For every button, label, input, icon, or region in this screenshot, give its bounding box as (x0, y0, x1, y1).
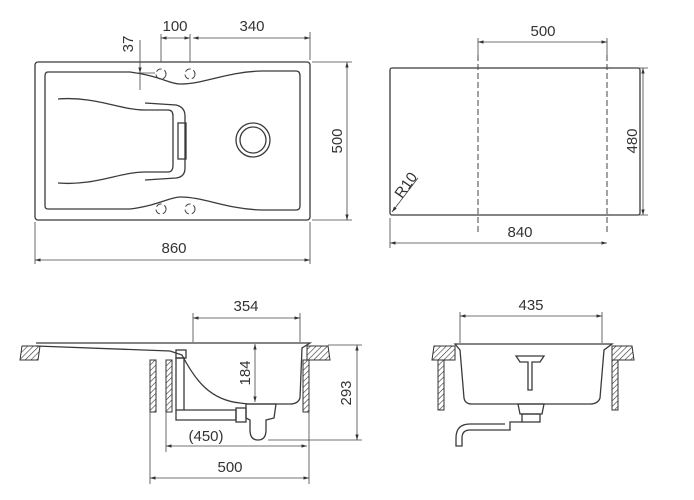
dim-cabinet: 500 (217, 459, 242, 476)
cutout-view: 500 480 840 R10 (389, 23, 648, 248)
dim-depth: 500 (329, 128, 346, 153)
dim-inner-width: 500 (530, 23, 555, 40)
dim-hole-spacing: 100 (162, 18, 187, 35)
drain-outer-icon (235, 122, 271, 158)
dim-bowl-depth: 184 (237, 360, 254, 385)
side-section: 354 184 293 (450) 500 (19, 298, 362, 484)
cutout-outline (389, 67, 641, 216)
dim-hole-to-edge: 340 (239, 18, 264, 35)
dim-total-depth: 293 (338, 380, 355, 405)
drainer-groove-outer (144, 102, 186, 181)
dim-hole-offset: 37 (120, 36, 137, 53)
dim-width: 860 (161, 240, 186, 257)
dim-cabinet-inner: (450) (188, 428, 223, 445)
drain-inner-icon (239, 126, 267, 154)
dim-width: 840 (507, 224, 532, 241)
dim-height: 480 (624, 128, 641, 153)
front-section: 435 (431, 297, 635, 447)
tap-hole-markers (155, 68, 196, 215)
dim-bowl-width: 435 (518, 297, 543, 314)
dim-radius: R10 (391, 169, 421, 201)
sink-outline (34, 61, 311, 221)
dim-bowl-width: 354 (233, 298, 258, 315)
drainer-edge (177, 122, 187, 160)
top-view: 100 340 37 500 860 (34, 18, 352, 264)
drainer-groove-inner (57, 97, 174, 185)
bowl-outline (44, 70, 301, 211)
